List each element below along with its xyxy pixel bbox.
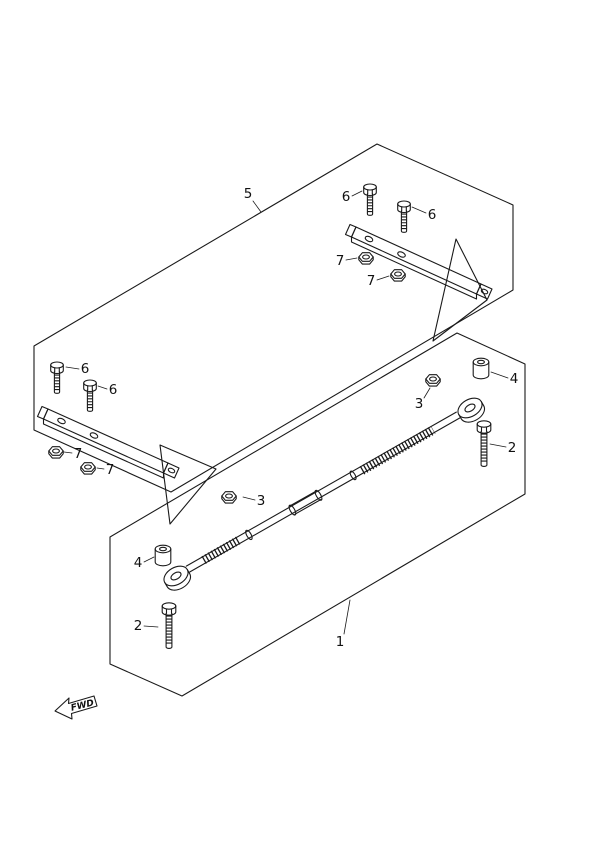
leader-1	[343, 599, 351, 635]
callout-5: 5	[244, 186, 253, 202]
leader-2b	[143, 625, 159, 628]
leader-3b	[242, 496, 256, 501]
tie-rod	[159, 393, 489, 595]
leader-5	[252, 200, 262, 213]
callout-2-right: 2	[508, 440, 517, 456]
nut-7-right-a	[358, 252, 374, 265]
rod-thread-right	[359, 425, 436, 475]
callout-2-left: 2	[134, 618, 143, 634]
leader-6c	[65, 366, 80, 370]
spacer-4-left	[154, 544, 172, 567]
nut-7-left-a	[48, 446, 64, 459]
leader-3a	[423, 387, 431, 399]
outline-upper-box	[33, 143, 514, 493]
nut-7-right-b	[390, 269, 406, 282]
callout-6-left-a: 6	[81, 361, 90, 377]
leader-6a	[351, 190, 363, 197]
fwd-marker: FWD	[54, 695, 98, 720]
leader-6b	[411, 206, 427, 214]
nut-7-left-b	[80, 462, 96, 475]
callout-6-right-a: 6	[342, 189, 351, 205]
rod-thread-left	[201, 535, 243, 564]
leader-6d	[97, 385, 108, 390]
callout-7-left-b: 7	[106, 462, 115, 478]
lock-nut-3-left	[221, 491, 237, 504]
bolt-hole	[167, 467, 176, 474]
leader-lines	[63, 190, 509, 635]
bolt-hole	[57, 417, 66, 425]
callout-3-left: 3	[257, 493, 266, 509]
bolt-hole	[397, 251, 406, 258]
pointer-triangle-left	[159, 444, 217, 525]
fwd-label: FWD	[70, 698, 96, 714]
spacer-4-right	[472, 357, 490, 380]
leader-7d	[96, 467, 105, 470]
bolt-6-right-a	[364, 184, 377, 215]
callout-3-right: 3	[415, 396, 424, 412]
lock-nut-3-right	[425, 374, 441, 387]
bolt-hole	[89, 432, 99, 439]
leader-2a	[489, 443, 507, 448]
bolt-2-left	[162, 603, 176, 649]
bolt-6-right-b	[398, 201, 411, 232]
bracket-bar-right	[344, 223, 493, 300]
rod-end-right	[453, 393, 489, 427]
bolt-hole	[364, 235, 374, 243]
bracket-bar-left	[36, 405, 180, 479]
callout-7-left-a: 7	[74, 446, 83, 462]
callout-7-right-b: 7	[367, 273, 376, 289]
bolt-hole	[480, 288, 489, 295]
pointer-triangle-right	[432, 238, 488, 342]
leader-7b	[376, 275, 390, 281]
rod-end-left	[159, 561, 195, 595]
leader-7a	[345, 257, 358, 261]
callout-6-right-b: 6	[428, 207, 437, 223]
bolt-2-right	[477, 421, 491, 467]
callout-4-right: 4	[510, 371, 519, 387]
fwd-arrow-icon	[54, 695, 98, 720]
leader-4b	[143, 556, 155, 563]
bolt-6-left-b	[84, 380, 97, 411]
leader-4a	[490, 371, 509, 379]
callout-6-left-b: 6	[109, 382, 118, 398]
leader-7c	[63, 451, 73, 454]
outline-lower-box	[109, 332, 526, 697]
bolt-6-left-a	[51, 362, 64, 393]
callout-1: 1	[336, 634, 345, 650]
callout-4-left: 4	[134, 555, 143, 571]
callout-7-right-a: 7	[336, 253, 345, 269]
